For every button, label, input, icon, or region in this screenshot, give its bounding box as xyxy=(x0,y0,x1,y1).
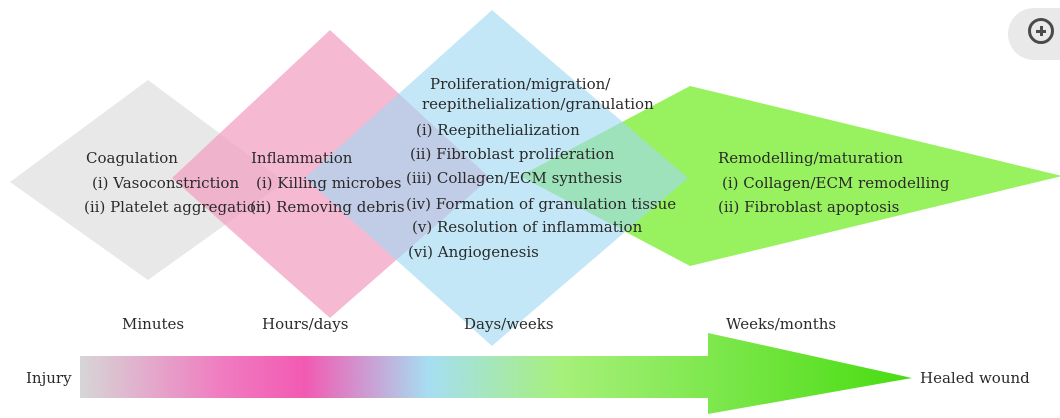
coagulation-item: (i) Vasoconstriction xyxy=(92,174,240,192)
timeline-arrow xyxy=(80,333,912,414)
proliferation-item: (iv) Formation of granulation tissue xyxy=(406,195,677,213)
inflammation-item: (ii) Removing debris xyxy=(250,198,405,216)
inflammation-item: (i) Killing microbes xyxy=(256,174,402,192)
proliferation-item: (iii) Collagen/ECM synthesis xyxy=(406,169,623,187)
zoom-in-icon xyxy=(1028,18,1054,44)
timeline-start-label: Injury xyxy=(26,369,72,387)
proliferation-title-line: Proliferation/migration/ xyxy=(430,75,611,93)
timescale-label: Days/weeks xyxy=(464,315,554,333)
inflammation-title: Inflammation xyxy=(251,149,353,167)
proliferation-item: (ii) Fibroblast proliferation xyxy=(410,145,615,163)
coagulation-item: (ii) Platelet aggregation xyxy=(84,198,266,216)
proliferation-item: (v) Resolution of inflammation xyxy=(412,218,643,236)
proliferation-title-line: reepithelialization/granulation xyxy=(422,95,654,113)
remodelling-item: (i) Collagen/ECM remodelling xyxy=(722,174,950,192)
remodelling-title: Remodelling/maturation xyxy=(718,149,904,167)
remodelling-item: (ii) Fibroblast apoptosis xyxy=(718,198,900,216)
timescale-label: Minutes xyxy=(122,315,185,333)
coagulation-title: Coagulation xyxy=(86,149,178,167)
proliferation-shape xyxy=(305,10,688,346)
remodelling-shape xyxy=(520,86,1060,266)
zoom-button[interactable] xyxy=(1008,8,1060,60)
proliferation-item: (vi) Angiogenesis xyxy=(408,243,539,261)
timescale-label: Hours/days xyxy=(262,315,349,333)
coagulation-shape xyxy=(10,80,285,280)
proliferation-item: (i) Reepithelialization xyxy=(416,121,580,139)
timeline-end-label: Healed wound xyxy=(920,369,1030,387)
timescale-label: Weeks/months xyxy=(726,315,837,333)
